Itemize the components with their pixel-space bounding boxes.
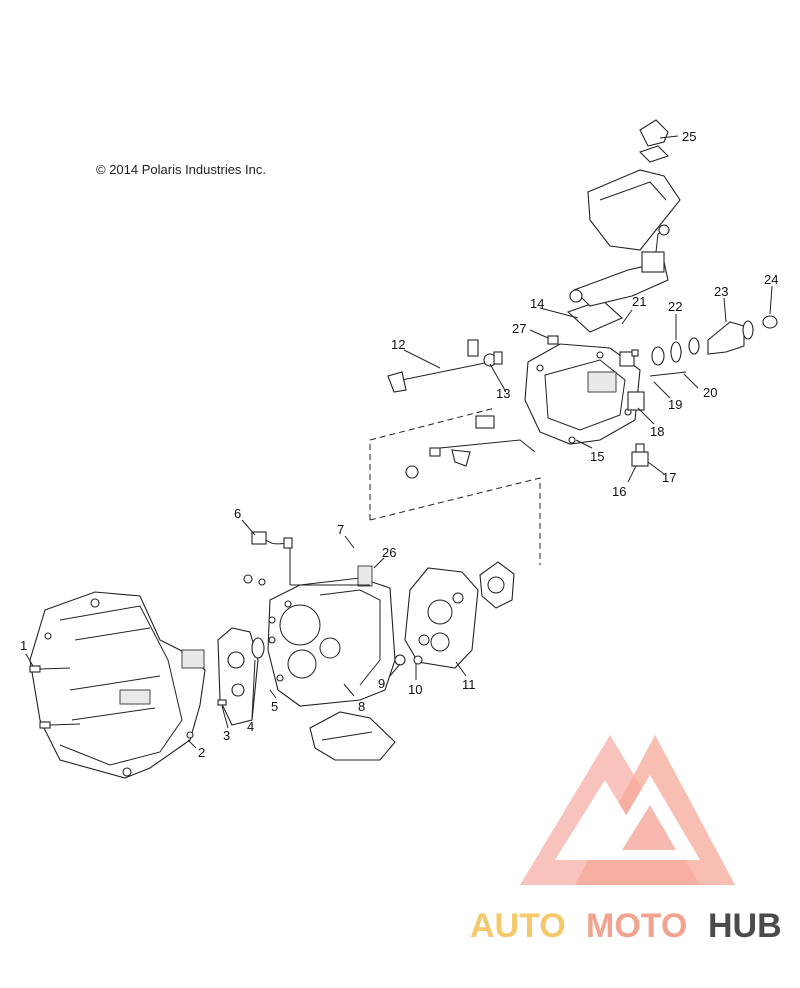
callout-12: 12: [391, 337, 405, 352]
callout-10: 10: [408, 682, 422, 697]
watermark-auto: AUTO: [470, 907, 566, 945]
callout-6: 6: [234, 506, 241, 521]
plug-washer: [258, 578, 266, 586]
callouts: 1 2 3 4 5 6 7 8 9 10 11 12 13 14 15 16 1…: [20, 129, 778, 760]
shifter-housing: [569, 224, 670, 307]
lower-cover: [309, 711, 396, 761]
callout-5: 5: [271, 699, 278, 714]
bolt-9: [394, 654, 406, 666]
front-cover-plate: [217, 627, 265, 726]
shift-rail: [387, 339, 503, 393]
callout-15: 15: [590, 449, 604, 464]
output-shaft-parts: [547, 315, 778, 411]
bolt-10: [413, 655, 423, 665]
callout-7: 7: [337, 522, 344, 537]
speed-sensor: [251, 531, 293, 585]
shift-fork-assembly: [405, 415, 536, 479]
watermark-logo: [520, 735, 735, 885]
callout-26: 26: [382, 545, 396, 560]
assembly-leader-lines: [290, 407, 541, 586]
callout-13: 13: [496, 386, 510, 401]
callout-leaders: [25, 135, 773, 749]
shifter-bracket: [587, 169, 681, 251]
rear-housing: [524, 343, 641, 445]
copyright-text: © 2014 Polaris Industries Inc.: [96, 162, 266, 177]
callout-21: 21: [632, 294, 646, 309]
callout-27: 27: [512, 321, 526, 336]
watermark-moto: MOTO: [586, 907, 687, 945]
callout-3: 3: [223, 728, 230, 743]
reverse-switch: [631, 443, 649, 467]
bell-housing: [29, 591, 206, 779]
callout-16: 16: [612, 484, 626, 499]
callout-20: 20: [703, 385, 717, 400]
shifter-boot: [638, 119, 670, 163]
plug-bolt: [243, 574, 253, 584]
callout-17: 17: [662, 470, 676, 485]
gasket-plate: [479, 561, 515, 609]
intermediate-plate: [404, 567, 479, 669]
callout-18: 18: [650, 424, 664, 439]
callout-2: 2: [198, 745, 205, 760]
callout-14: 14: [530, 296, 544, 311]
callout-19: 19: [668, 397, 682, 412]
callout-23: 23: [714, 284, 728, 299]
callout-4: 4: [247, 719, 254, 734]
bolt-1: [29, 665, 81, 729]
transmission-case: [267, 565, 396, 707]
callout-8: 8: [358, 699, 365, 714]
callout-9: 9: [378, 676, 385, 691]
watermark-hub: HUB: [708, 907, 782, 945]
callout-11: 11: [462, 677, 476, 692]
callout-1: 1: [20, 638, 27, 653]
callout-25: 25: [682, 129, 696, 144]
callout-24: 24: [764, 272, 778, 287]
callout-22: 22: [668, 299, 682, 314]
